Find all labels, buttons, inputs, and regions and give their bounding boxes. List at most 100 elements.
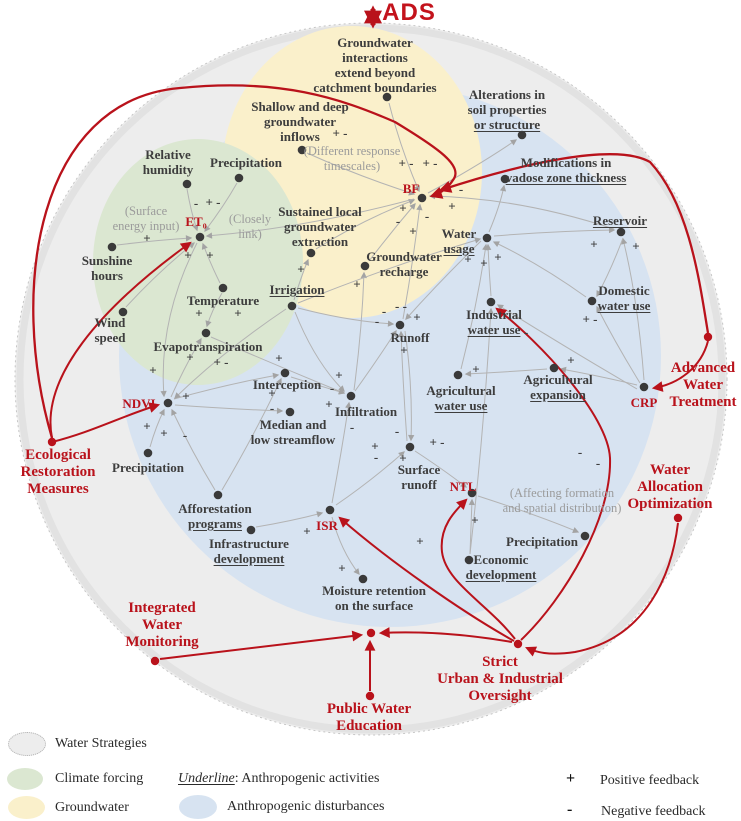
causal-link-27 [428, 192, 615, 230]
causal-link-37 [559, 366, 638, 386]
positive-feedback-symbol: + [566, 770, 576, 787]
node-dot-water-usage [482, 233, 492, 243]
node-dot-groundwater-recharge [360, 261, 370, 271]
causal-link-50 [221, 377, 282, 491]
strategy-arrow-erm-to-ndvi [51, 402, 161, 443]
causal-link-21 [306, 152, 416, 196]
causal-link-28 [405, 240, 482, 320]
causal-link-30 [492, 241, 587, 298]
node-dot-temperature [218, 283, 228, 293]
node-dot-ntl [467, 488, 477, 498]
strategy-arrow-suio-to-isr [338, 516, 515, 642]
legend-positive-feedback-label: Positive feedback [600, 773, 700, 788]
causal-link-46 [205, 198, 415, 239]
causal-link-12 [293, 258, 309, 301]
causal-link-7 [160, 242, 198, 398]
node-dot-surface-runoff [405, 442, 415, 452]
strategy-arrow-wao-to-suio [525, 522, 679, 657]
causal-link-17 [354, 329, 397, 392]
causal-link-1 [204, 182, 238, 233]
causal-link-16 [174, 404, 284, 414]
node-dot-crp [639, 382, 649, 392]
node-dot-alterations-soil [517, 130, 527, 140]
causal-link-11 [173, 372, 280, 400]
legend-groundwater-label: Groundwater [55, 800, 129, 815]
causal-link-34 [621, 237, 645, 381]
legend-disturbances-label: Anthropogenic disturbances [227, 799, 385, 814]
climate-forcing-circle [93, 139, 303, 385]
causal-link-43 [331, 401, 352, 504]
node-dot-irrigation [287, 301, 297, 311]
causal-link-40 [477, 495, 580, 533]
node-dot-interception [280, 368, 290, 378]
causal-link-35 [596, 305, 641, 384]
causal-link-33 [493, 226, 616, 237]
causal-link-5 [205, 292, 223, 328]
causal-link-3 [201, 242, 221, 284]
node-dot-median-low-streamflow [285, 407, 295, 417]
node-dot-bf [417, 193, 427, 203]
strategy-arrow-awt-to-bf [438, 153, 710, 334]
node-dot-precipitation-lower-right [580, 531, 590, 541]
node-dot-precipitation-lower-left [143, 448, 153, 458]
node-dot-sustained-extraction [306, 248, 316, 258]
causal-link-29 [297, 237, 482, 304]
strategy-arrow-suio-to-ntl [440, 498, 516, 640]
node-dot-modifications-vadose [500, 174, 510, 184]
legend-water-strategies-label: Water Strategies [55, 736, 147, 751]
node-dot-infiltration [346, 391, 356, 401]
node-dot-shallow-deep-inflows [297, 145, 307, 155]
legend-negative-feedback-label: Negative feedback [601, 804, 706, 819]
strategy-dot-2 [673, 513, 683, 523]
strategy-dot-3 [513, 639, 523, 649]
causal-link-24 [488, 184, 507, 233]
node-dot-runoff [395, 320, 405, 330]
causal-link-13 [294, 311, 345, 392]
node-dot-economic-development [464, 555, 474, 565]
strategy-arrow-erm-to-et0 [49, 241, 192, 439]
causal-link-25 [402, 203, 423, 320]
causal-link-36 [496, 304, 638, 390]
causal-link-26 [297, 307, 395, 327]
causal-link-8 [149, 408, 165, 448]
node-dot-sunshine-hours [107, 242, 117, 252]
causal-link-2 [116, 235, 193, 246]
node-dot-wind-speed [118, 307, 128, 317]
strategy-dot-5 [365, 691, 375, 701]
causal-link-32 [460, 243, 489, 370]
node-dot-agricultural-expansion [549, 363, 559, 373]
causal-link-10 [255, 511, 324, 528]
node-dot-et0 [195, 232, 205, 242]
strategy-arrow-iwm-to-junction [159, 630, 364, 660]
negative-feedback-symbol: - [567, 801, 573, 818]
causal-link-41 [335, 451, 405, 506]
legend-climate-forcing-label: Climate forcing [55, 771, 144, 786]
node-dot-reservoir [616, 227, 626, 237]
underline-word: Underline [178, 771, 235, 786]
node-dot-ndvi [163, 398, 173, 408]
node-dot-domestic-water-use [587, 296, 597, 306]
causal-link-47 [210, 336, 346, 395]
causal-link-44 [414, 450, 467, 488]
strategy-arrow-suio-to-junction [378, 627, 513, 643]
node-dot-relative-humidity [182, 179, 192, 189]
strategy-arrow-erm-to-bf [32, 84, 457, 439]
strategy-dot-1 [703, 332, 713, 342]
node-dot-afforestation-programs [213, 490, 223, 500]
node-dot-agricultural-water-use [453, 370, 463, 380]
causal-link-51 [404, 330, 415, 442]
groundwater-swatch [8, 796, 45, 819]
causal-link-14 [174, 308, 287, 399]
node-dot-industrial-water-use [486, 297, 496, 307]
causal-link-22 [388, 102, 420, 193]
anthropogenic-disturbances-swatch [179, 795, 217, 819]
causal-link-45 [398, 330, 408, 442]
node-dot-evapotranspiration [201, 328, 211, 338]
node-dot-moisture-retention [358, 574, 368, 584]
strategy-dot-4 [150, 656, 160, 666]
causal-link-38 [464, 368, 548, 377]
causal-link-42 [331, 516, 360, 575]
causal-link-20 [315, 198, 416, 250]
